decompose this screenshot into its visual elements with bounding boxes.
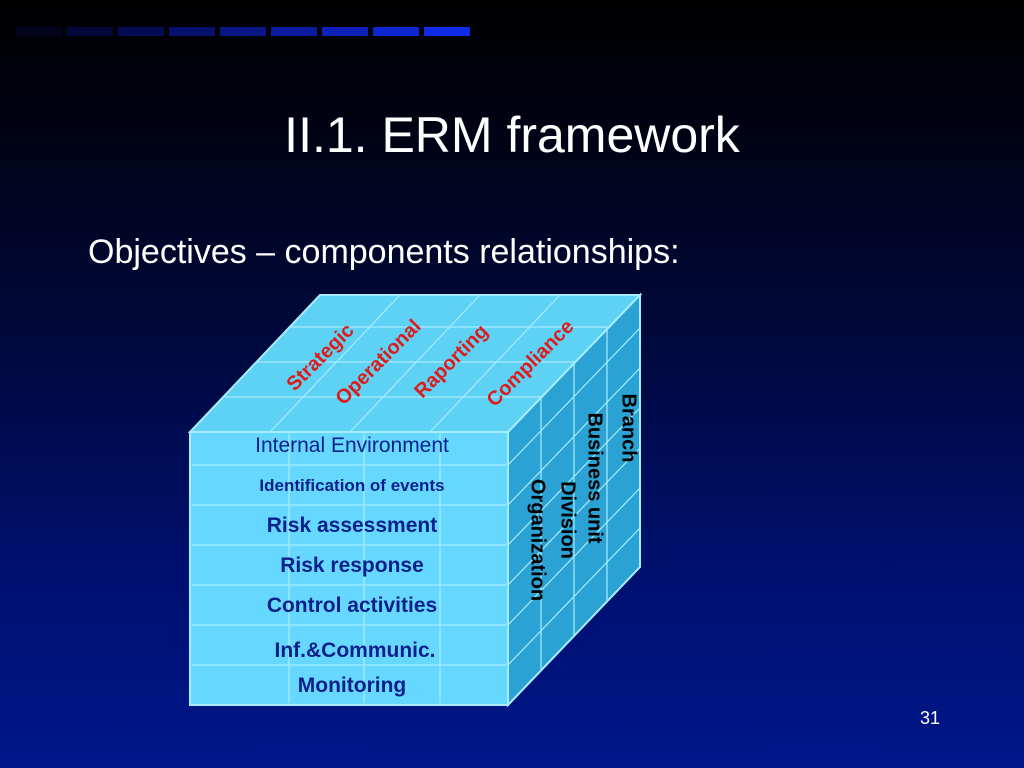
decorative-bar-segment bbox=[16, 27, 62, 36]
side-row-divider bbox=[507, 407, 641, 546]
component-risk-response: Risk response bbox=[280, 554, 424, 577]
decorative-bar-segment bbox=[220, 27, 266, 36]
decorative-top-bar bbox=[16, 27, 470, 36]
unit-organization: Organization bbox=[527, 479, 549, 601]
decorative-bar-segment bbox=[373, 27, 419, 36]
cube-front-face bbox=[189, 431, 509, 706]
decorative-bar-segment bbox=[169, 27, 215, 36]
component-inf-communic: Inf.&Communic. bbox=[275, 639, 436, 662]
component-risk-assessment: Risk assessment bbox=[267, 514, 437, 537]
component-control-activities: Control activities bbox=[267, 594, 437, 617]
slide-subtitle: Objectives – components relationships: bbox=[88, 233, 680, 271]
components-labels: Internal Environment Identification of e… bbox=[255, 434, 449, 697]
decorative-bar-segment bbox=[271, 27, 317, 36]
top-column-divider bbox=[269, 294, 401, 433]
decorative-bar-segment bbox=[118, 27, 164, 36]
side-row-divider bbox=[507, 327, 641, 466]
side-row-divider bbox=[507, 447, 641, 586]
decorative-bar-segment bbox=[322, 27, 368, 36]
decorative-bar-segment bbox=[424, 27, 470, 36]
top-column-divider bbox=[429, 294, 561, 433]
units-labels: Branch Business unit Division Organizati… bbox=[527, 394, 640, 602]
component-identification-of-events: Identification of events bbox=[259, 476, 444, 495]
side-row-divider bbox=[507, 487, 641, 626]
page-number: 31 bbox=[919, 708, 940, 728]
cube-grid-lines bbox=[192, 294, 641, 703]
top-column-divider bbox=[349, 294, 481, 433]
slide-title: II.1. ERM framework bbox=[284, 107, 740, 163]
decorative-bar-segment bbox=[67, 27, 113, 36]
component-internal-environment: Internal Environment bbox=[255, 434, 449, 457]
unit-branch: Branch bbox=[618, 394, 640, 463]
component-monitoring: Monitoring bbox=[298, 674, 406, 697]
unit-business-unit: Business unit bbox=[584, 412, 606, 543]
unit-division: Division bbox=[557, 481, 579, 559]
side-row-divider bbox=[507, 527, 641, 666]
side-row-divider bbox=[507, 367, 641, 506]
